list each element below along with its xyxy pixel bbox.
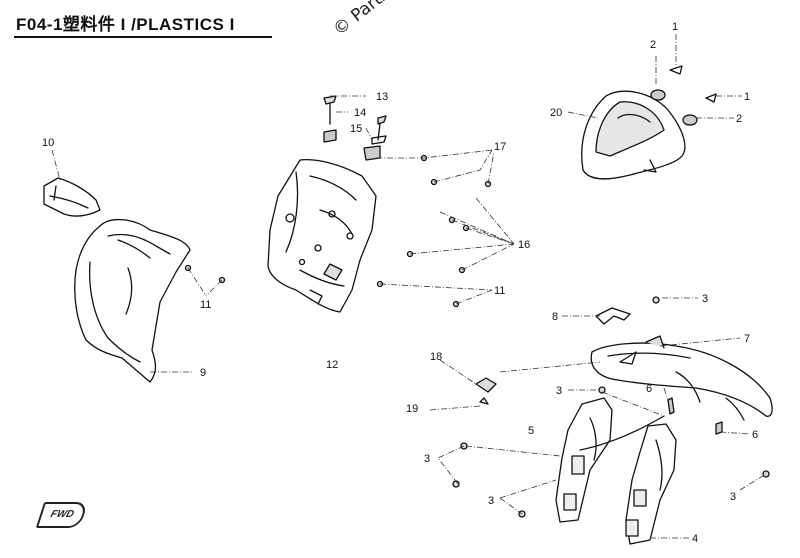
callout-15: 15: [350, 123, 362, 135]
callout-11-left: 11: [200, 299, 211, 311]
part-5-fork-guard-left: [555, 397, 613, 523]
callout-11-right: 11: [494, 285, 505, 297]
callout-10: 10: [42, 137, 54, 149]
callout-6-right: 6: [752, 429, 758, 441]
part-18-19-small-clips: [475, 377, 497, 405]
callout-3-bottom: 3: [488, 495, 494, 507]
callout-5: 5: [528, 425, 534, 437]
callout-1-right: 1: [744, 91, 750, 103]
callout-19: 19: [406, 403, 418, 415]
callout-2-right: 2: [736, 113, 742, 125]
leader-lines: [51, 34, 767, 539]
callout-12: 12: [326, 359, 338, 371]
callout-7: 7: [744, 333, 750, 345]
callout-labels: 1 2 1 2 20 13 14 15 17 16 11 11 10 9 12 …: [42, 21, 758, 545]
callout-18: 18: [430, 351, 442, 363]
part-12-inner-fairing: [267, 158, 377, 313]
callout-2-top: 2: [650, 39, 656, 51]
callout-3-mid: 3: [556, 385, 562, 397]
callout-20: 20: [550, 107, 562, 119]
page-title: F04-1塑料件 I /PLASTICS I: [16, 15, 235, 34]
part-7-front-fender: [590, 335, 773, 421]
part-6-screws: [667, 397, 723, 435]
part-4-fork-guard-right: [579, 415, 677, 545]
part-8-clip: [595, 307, 631, 325]
callout-14: 14: [354, 107, 366, 119]
callout-16: 16: [518, 239, 530, 251]
small-fasteners: [184, 154, 770, 518]
part-9-front-fairing: [74, 219, 191, 383]
callout-3-left: 3: [424, 453, 430, 465]
part-10-side-panel: [43, 177, 101, 217]
callout-4: 4: [692, 533, 698, 545]
title-underline: [14, 36, 272, 38]
callout-3-top: 3: [702, 293, 708, 305]
callout-13: 13: [376, 91, 388, 103]
callout-8: 8: [552, 311, 558, 323]
callout-9: 9: [200, 367, 206, 379]
part-20-headlight-cowl: [581, 65, 717, 180]
callout-6-top: 6: [646, 383, 652, 395]
callout-3-right: 3: [730, 491, 736, 503]
callout-17: 17: [494, 141, 506, 153]
callout-1-top: 1: [672, 21, 678, 33]
